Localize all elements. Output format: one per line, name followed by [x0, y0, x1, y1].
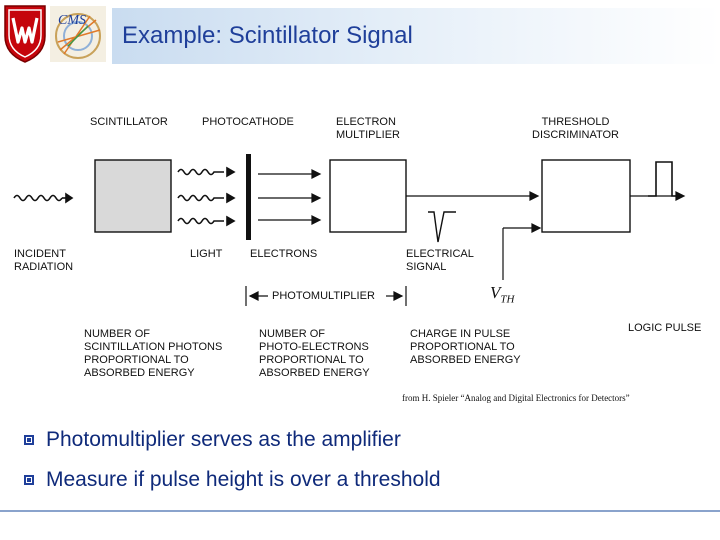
label-light: LIGHT [190, 248, 223, 260]
bullet-item: Photomultiplier serves as the amplifier [24, 420, 441, 460]
label-charge-in-pulse: CHARGE IN PULSE PROPORTIONAL TO ABSORBED… [410, 328, 521, 366]
label-photocathode: PHOTOCATHODE [202, 116, 294, 128]
diagram-graphics [13, 154, 686, 306]
cms-logo: CMS [50, 6, 106, 62]
bullet-text: Photomultiplier serves as the amplifier [46, 428, 401, 451]
electron-arrows [258, 169, 322, 225]
signal-line [406, 191, 540, 201]
square-bullet-icon [24, 475, 34, 485]
title-band [112, 8, 720, 64]
label-scintillator: SCINTILLATOR [90, 116, 168, 128]
incident-radiation-wave [13, 192, 74, 204]
label-photomultiplier: PHOTOMULTIPLIER [272, 290, 375, 302]
vth-subscript: TH [500, 293, 515, 306]
scintillator-block [94, 159, 172, 233]
label-electrons: ELECTRONS [250, 248, 318, 260]
label-scintillation-photons: NUMBER OF SCINTILLATION PHOTONS PROPORTI… [84, 328, 223, 379]
electron-multiplier-box [329, 159, 407, 233]
footer-divider [0, 510, 720, 512]
threshold-voltage-label: VTH [490, 283, 514, 305]
svg-text:CMS: CMS [58, 13, 86, 28]
slide-header: CMS Example: Scintillator Signal [0, 0, 720, 66]
photomultiplier-span [245, 286, 407, 306]
bullet-item: Measure if pulse height is over a thresh… [24, 460, 441, 500]
label-threshold-discriminator: THRESHOLD DISCRIMINATOR [532, 116, 619, 141]
electrical-pulse-shape [428, 211, 456, 243]
source-citation: from H. Spieler “Analog and Digital Elec… [402, 393, 630, 403]
slide-title: Example: Scintillator Signal [122, 22, 413, 49]
bullet-text: Measure if pulse height is over a thresh… [46, 468, 441, 491]
photocathode-plate [246, 154, 251, 240]
bullet-list: Photomultiplier serves as the amplifier … [24, 420, 441, 500]
scintillator-diagram: SCINTILLATOR PHOTOCATHODE ELECTRON MULTI… [0, 100, 720, 400]
light-arrows [177, 166, 236, 227]
label-incident-radiation: INCIDENT RADIATION [14, 248, 74, 273]
university-crest-logo [4, 5, 46, 63]
label-logic-pulse: LOGIC PULSE [628, 322, 702, 334]
vth-main: V [490, 283, 501, 302]
vth-input-line [502, 223, 542, 280]
label-electrical-signal: ELECTRICAL SIGNAL [406, 248, 474, 273]
logic-pulse-shape [648, 161, 680, 197]
threshold-discriminator-box [541, 159, 631, 233]
label-electron-multiplier: ELECTRON MULTIPLIER [336, 116, 400, 141]
square-bullet-icon [24, 435, 34, 445]
label-photo-electrons: NUMBER OF PHOTO-ELECTRONS PROPORTIONAL T… [259, 328, 370, 379]
